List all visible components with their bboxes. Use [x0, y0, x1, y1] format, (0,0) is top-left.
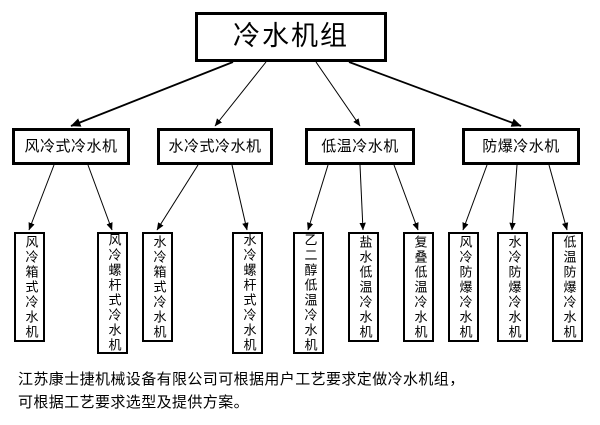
edge-root-water-cooled [214, 61, 267, 127]
edge-air-box [28, 164, 55, 231]
edge-root-air-cooled [70, 61, 234, 127]
edge-air-screw [87, 164, 113, 231]
node-leaf-cascade-low-temp[interactable]: 复叠低温冷水机 [403, 232, 434, 342]
node-root[interactable]: 冷水机组 [195, 12, 387, 62]
node-branch-water-cooled-label: 水冷式冷水机 [168, 137, 262, 156]
node-branch-low-temperature-label: 低温冷水机 [321, 137, 399, 156]
node-root-label: 冷水机组 [233, 21, 349, 53]
node-leaf-water-screw[interactable]: 水冷螺杆式冷水机 [232, 232, 263, 354]
edge-root-low-temperature [315, 61, 361, 127]
edge-water-screw [231, 164, 249, 231]
edge-cascade-low-temp [393, 164, 419, 231]
node-leaf-water-explosion-label: 水冷防爆冷水机 [505, 234, 521, 340]
node-leaf-brine-low-temp[interactable]: 盐水低温冷水机 [348, 232, 379, 342]
node-leaf-water-box-label: 水冷箱式冷水机 [150, 234, 166, 340]
node-leaf-water-explosion[interactable]: 水冷防爆冷水机 [497, 232, 528, 342]
node-leaf-water-screw-label: 水冷螺杆式冷水机 [240, 233, 256, 353]
node-branch-explosion-proof[interactable]: 防爆冷水机 [462, 128, 580, 165]
node-branch-air-cooled[interactable]: 风冷式冷水机 [12, 128, 130, 165]
node-leaf-lowtemp-explosion[interactable]: 低温防爆冷水机 [552, 232, 583, 342]
edge-air-explosion [462, 164, 488, 231]
edge-glycol-low-temp [307, 164, 329, 231]
node-branch-air-cooled-label: 风冷式冷水机 [24, 137, 118, 156]
node-leaf-brine-low-temp-label: 盐水低温冷水机 [356, 234, 372, 340]
node-leaf-air-screw-label: 风冷螺杆式冷水机 [105, 233, 121, 353]
node-leaf-glycol-low-temp-label: 乙二醇低温冷水机 [301, 233, 317, 353]
node-leaf-air-box[interactable]: 风冷箱式冷水机 [14, 232, 45, 342]
edge-brine-low-temp [359, 164, 366, 231]
node-leaf-air-explosion[interactable]: 风冷防爆冷水机 [448, 232, 479, 342]
node-leaf-water-box[interactable]: 水冷箱式冷水机 [142, 232, 173, 342]
caption-line-1: 江苏康士捷机械设备有限公司可根据用户工艺要求定做冷水机组， [18, 370, 465, 388]
edge-water-box [156, 164, 199, 231]
node-leaf-cascade-low-temp-label: 复叠低温冷水机 [411, 234, 427, 340]
node-leaf-air-explosion-label: 风冷防爆冷水机 [456, 234, 472, 340]
edge-lowtemp-explosion [548, 164, 569, 231]
node-leaf-glycol-low-temp[interactable]: 乙二醇低温冷水机 [293, 232, 324, 354]
node-leaf-lowtemp-explosion-label: 低温防爆冷水机 [560, 234, 576, 340]
node-branch-water-cooled[interactable]: 水冷式冷水机 [157, 128, 273, 165]
node-branch-low-temperature[interactable]: 低温冷水机 [305, 128, 415, 165]
edge-root-explosion-proof [348, 61, 522, 127]
node-leaf-air-box-label: 风冷箱式冷水机 [22, 234, 38, 340]
node-leaf-air-screw[interactable]: 风冷螺杆式冷水机 [97, 232, 128, 354]
edge-water-explosion [509, 164, 518, 231]
diagram-caption: 江苏康士捷机械设备有限公司可根据用户工艺要求定做冷水机组， 可根据工艺要求选型及… [18, 368, 584, 415]
caption-line-2: 可根据工艺要求选型及提供方案。 [18, 393, 250, 412]
node-branch-explosion-proof-label: 防爆冷水机 [482, 137, 560, 156]
